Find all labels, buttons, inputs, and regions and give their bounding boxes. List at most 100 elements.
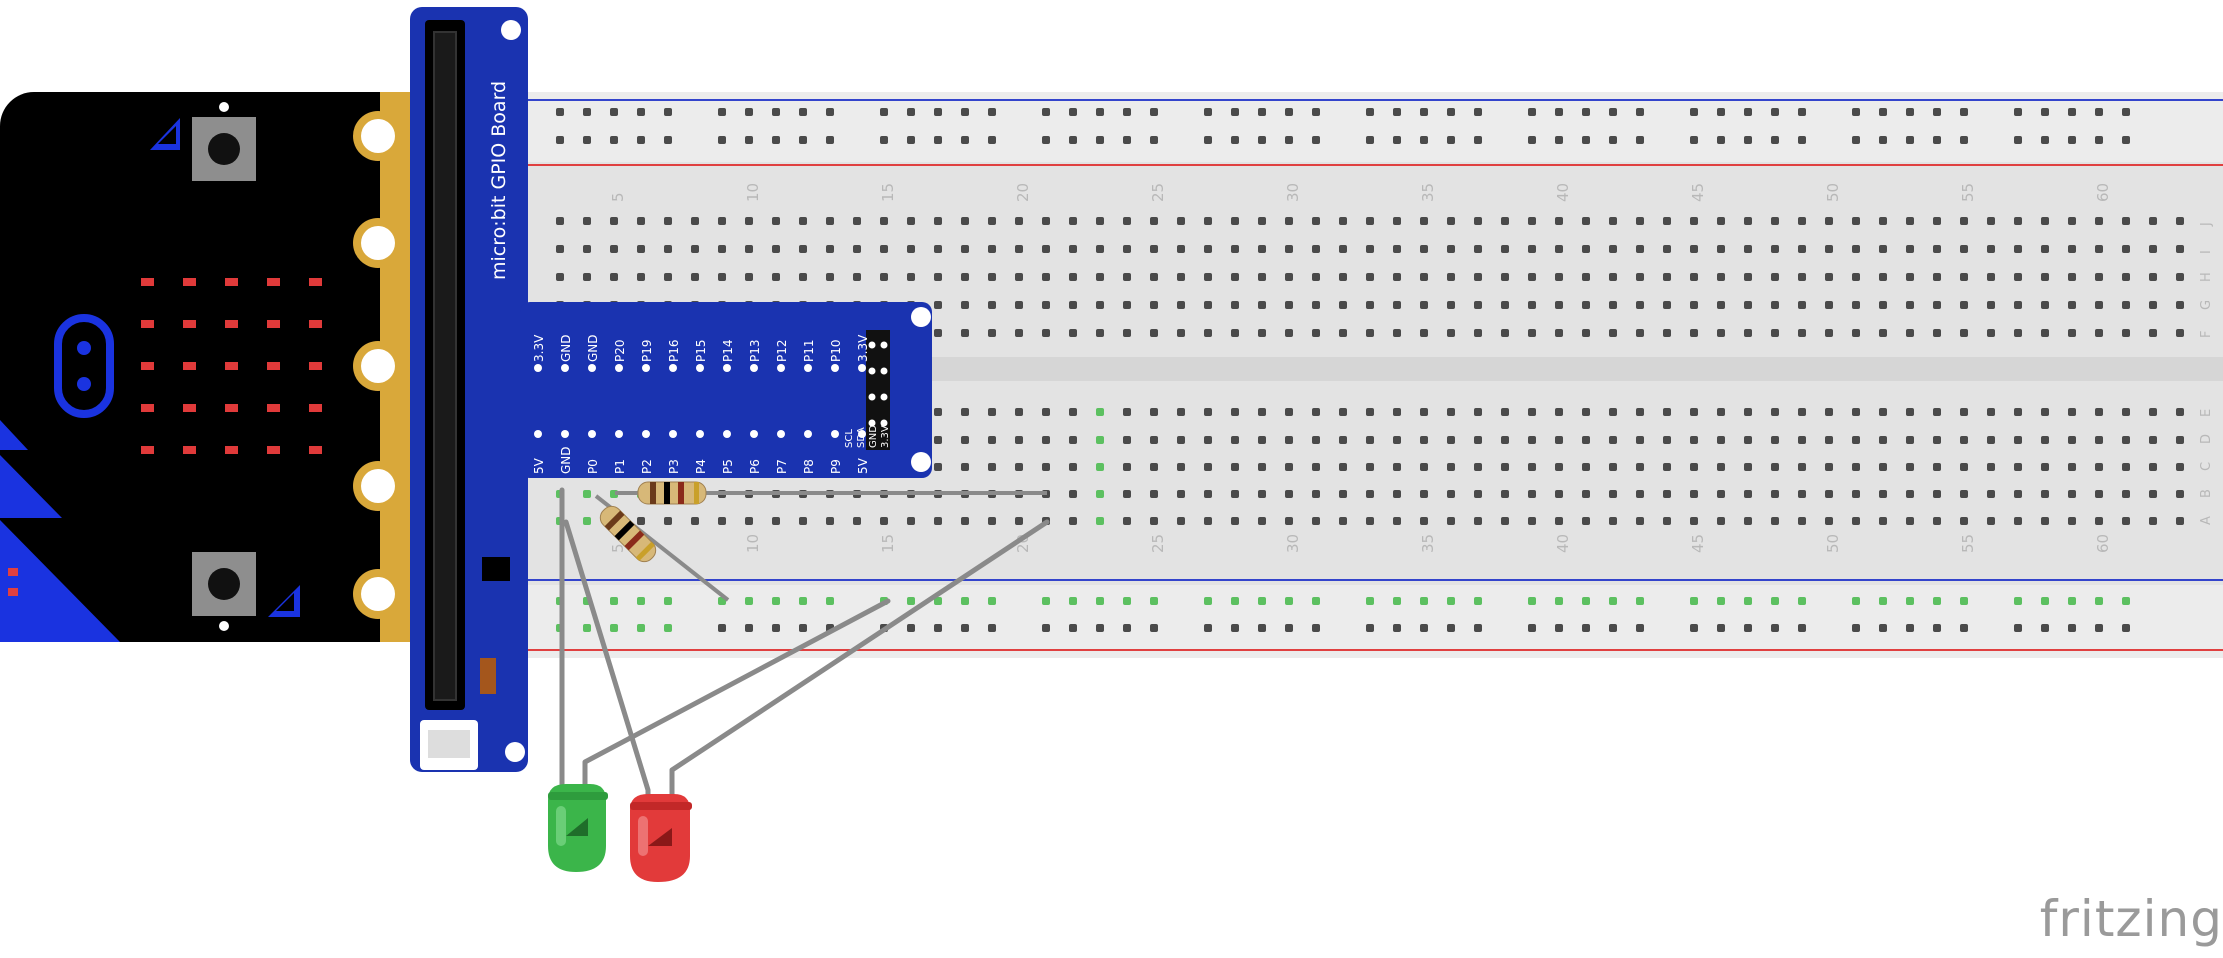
breadboard-hole: [1366, 408, 1374, 416]
rail-hole: [961, 624, 969, 632]
rail-hole: [1717, 108, 1725, 116]
breadboard-hole: [1231, 408, 1239, 416]
gpio-board-title: micro:bit GPIO Board: [488, 81, 510, 280]
matrix-led: [183, 404, 196, 412]
rail-hole: [1528, 136, 1536, 144]
fritzing-watermark: fritzing: [2039, 890, 2223, 948]
breadboard-hole: [1555, 490, 1563, 498]
breadboard-hole: [1798, 436, 1806, 444]
row-letter: F: [2199, 331, 2214, 338]
breadboard-hole: [1609, 329, 1617, 337]
breadboard-hole: [1528, 463, 1536, 471]
breadboard-hole: [664, 517, 672, 525]
rail-hole: [1906, 597, 1914, 605]
breadboard-hole: [1933, 273, 1941, 281]
breadboard-hole: [1150, 329, 1158, 337]
pin-label: SDA: [856, 427, 867, 448]
rail-hole: [745, 108, 753, 116]
rail-hole: [1042, 108, 1050, 116]
header-pin: [880, 341, 888, 349]
breadboard-hole: [1771, 329, 1779, 337]
breadboard-hole: [1123, 463, 1131, 471]
matrix-led: [225, 404, 238, 412]
column-number: 50: [1824, 534, 1842, 553]
breadboard-hole: [1852, 517, 1860, 525]
rail-hole: [961, 597, 969, 605]
breadboard-hole: [853, 217, 861, 225]
breadboard-hole: [1393, 273, 1401, 281]
breadboard-hole: [1663, 436, 1671, 444]
rail-hole: [1366, 597, 1374, 605]
breadboard-hole: [826, 217, 834, 225]
breadboard-hole: [1825, 463, 1833, 471]
rail-hole: [1690, 597, 1698, 605]
breadboard-hole: [1123, 408, 1131, 416]
breadboard-hole: [1339, 517, 1347, 525]
rail-hole: [1150, 597, 1158, 605]
breadboard-hole: [1825, 408, 1833, 416]
breadboard-hole: [1204, 517, 1212, 525]
breadboard-hole: [1393, 245, 1401, 253]
breadboard-hole: [1960, 490, 1968, 498]
breadboard-hole: [2149, 517, 2157, 525]
breadboard-hole: [1420, 463, 1428, 471]
breadboard-hole: [1555, 301, 1563, 309]
header-pin: [669, 430, 677, 438]
rail-hole: [1150, 108, 1158, 116]
breadboard-hole: [934, 408, 942, 416]
column-number: 30: [1284, 534, 1302, 553]
breadboard-hole: [1771, 408, 1779, 416]
rail-hole: [1960, 108, 1968, 116]
header-pin: [750, 430, 758, 438]
breadboard-hole: [1582, 245, 1590, 253]
rail-hole: [1717, 597, 1725, 605]
breadboard-hole: [1042, 301, 1050, 309]
breadboard-hole: [1204, 217, 1212, 225]
breadboard-hole: [1636, 408, 1644, 416]
matrix-led: [309, 446, 322, 454]
breadboard-hole: [1555, 273, 1563, 281]
breadboard-hole: [1177, 273, 1185, 281]
row-letter: B: [2199, 489, 2214, 498]
breadboard-hole: [1258, 217, 1266, 225]
breadboard-hole: [1987, 245, 1995, 253]
breadboard-hole: [1582, 517, 1590, 525]
pin-label: P2: [640, 459, 654, 474]
breadboard-hole: [1636, 301, 1644, 309]
breadboard-hole: [1474, 436, 1482, 444]
breadboard-hole: [1123, 217, 1131, 225]
breadboard-hole: [826, 517, 834, 525]
matrix-led: [267, 278, 280, 286]
breadboard-hole: [907, 217, 915, 225]
pin-label: P16: [667, 339, 681, 362]
breadboard-hole: [1744, 217, 1752, 225]
rail-hole: [1582, 108, 1590, 116]
breadboard-hole: [1852, 436, 1860, 444]
breadboard-hole: [2176, 517, 2184, 525]
breadboard-hole: [1636, 463, 1644, 471]
breadboard-hole: [961, 301, 969, 309]
breadboard-hole: [1258, 517, 1266, 525]
matrix-led: [141, 446, 154, 454]
breadboard-hole: [1906, 463, 1914, 471]
breadboard-hole: [1690, 436, 1698, 444]
rail-hole: [1474, 108, 1482, 116]
header-pin: [868, 367, 876, 375]
rail-hole: [1042, 597, 1050, 605]
breadboard-hole: [1798, 245, 1806, 253]
breadboard-hole: [1231, 301, 1239, 309]
matrix-led: [183, 446, 196, 454]
breadboard-hole: [1285, 301, 1293, 309]
rail-hole: [1312, 108, 1320, 116]
rail-hole: [1717, 624, 1725, 632]
breadboard-hole: [1798, 463, 1806, 471]
breadboard-hole: [1987, 217, 1995, 225]
breadboard-hole: [1798, 517, 1806, 525]
pin-label: P15: [694, 339, 708, 362]
breadboard-hole: [1879, 217, 1887, 225]
header-pin: [723, 430, 731, 438]
breadboard-hole: [1096, 490, 1104, 498]
rail-hole: [2014, 597, 2022, 605]
breadboard-hole: [1879, 245, 1887, 253]
breadboard-hole: [1960, 217, 1968, 225]
